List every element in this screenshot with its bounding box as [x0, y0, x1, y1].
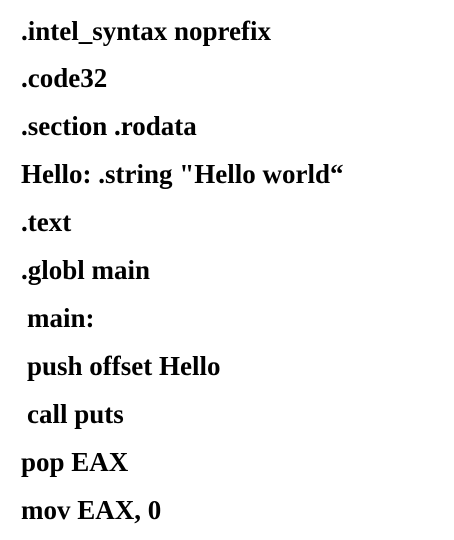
code-line: .globl main [21, 255, 151, 285]
code-line: .section .rodata [21, 111, 197, 141]
code-line: Hello: .string "Hello world“ [21, 159, 344, 189]
code-line: .text [21, 207, 72, 237]
code-line: mov EAX, 0 [21, 495, 162, 525]
code-line: push offset Hello [27, 351, 221, 381]
code-line: call puts [27, 399, 124, 429]
code-line: main: [27, 303, 95, 333]
code-line: .code32 [21, 63, 108, 93]
code-line: pop EAX [21, 447, 129, 477]
code-line: .intel_syntax noprefix [21, 16, 272, 46]
